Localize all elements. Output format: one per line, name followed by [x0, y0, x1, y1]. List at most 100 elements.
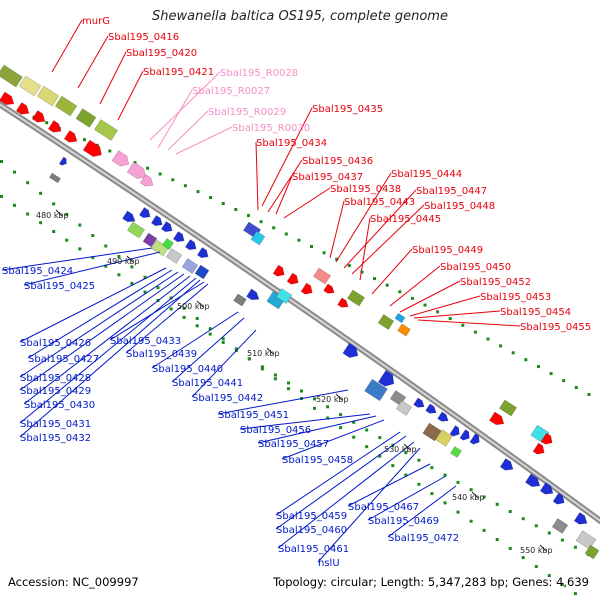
lower-gene-label: Sbal195_0459 — [276, 511, 347, 522]
kbp-tick-mark — [471, 491, 479, 499]
track-dot — [117, 273, 121, 277]
gene-feature — [364, 378, 388, 402]
gene-feature — [488, 411, 505, 426]
lower-gene-label: Sbal195_0461 — [278, 544, 349, 555]
upper-leader-line — [51, 19, 83, 73]
kbp-tick-mark — [55, 209, 63, 217]
track-dot — [247, 214, 250, 218]
track-dot — [108, 149, 112, 153]
lower-gene-label: Sbal195_0428 — [20, 373, 91, 384]
lower-gene-label: Sbal195_0460 — [276, 525, 347, 536]
track-dot — [482, 495, 486, 499]
track-dot — [196, 190, 200, 194]
track-dot — [365, 445, 369, 449]
upper-leader-line — [77, 35, 109, 89]
gene-feature — [54, 95, 78, 117]
upper-leader-line — [335, 172, 392, 263]
track-dot — [221, 340, 225, 344]
gene-feature — [539, 482, 554, 495]
lower-gene-label: Sbal195_0457 — [258, 439, 329, 450]
lower-leader-line — [151, 311, 239, 369]
lower-leader-line — [347, 463, 431, 507]
track-dot — [378, 436, 382, 440]
kbp-tick-mark — [335, 393, 343, 401]
gene-features — [0, 64, 600, 560]
accession-text: Accession: NC_009997 — [8, 575, 139, 589]
track-dot — [469, 488, 473, 492]
genome-title: Shewanella baltica OS195, complete genom… — [152, 9, 448, 24]
rna-gene-label: Sbal195_R0029 — [208, 107, 286, 118]
track-dot — [560, 583, 564, 587]
upper-gene-label: Sbal195_0437 — [292, 172, 363, 183]
gene-feature — [139, 174, 154, 187]
track-dot — [378, 454, 382, 458]
gene-feature — [449, 425, 460, 437]
gene-feature — [312, 267, 332, 285]
track-dot — [91, 256, 95, 260]
gene-feature — [0, 64, 23, 88]
track-dot — [65, 212, 69, 216]
gene-feature — [184, 239, 197, 251]
track-dot — [360, 270, 364, 274]
track-dot — [209, 196, 213, 199]
gene-feature — [450, 446, 462, 458]
track-dot — [335, 257, 339, 261]
track-dot — [486, 337, 490, 341]
upper-gene-label: Sbal195_0447 — [416, 186, 487, 197]
track-dot — [0, 195, 3, 198]
gene-feature — [377, 369, 395, 387]
track-dot — [547, 574, 551, 578]
track-dot — [404, 473, 408, 477]
gene-feature — [126, 221, 146, 239]
upper-leader-line — [283, 187, 331, 219]
lower-leader-line — [19, 267, 167, 343]
lower-leader-line — [23, 251, 161, 286]
upper-gene-label: Sbal195_0416 — [108, 32, 179, 43]
gene-feature — [111, 150, 130, 167]
upper-gene-label: Sbal195_0434 — [256, 138, 327, 149]
track-dot — [410, 296, 414, 300]
upper-gene-label: Sbal195_0454 — [500, 307, 571, 318]
upper-gene-label: Sbal195_0444 — [391, 169, 462, 180]
gene-feature — [246, 288, 260, 301]
track-dot — [130, 281, 134, 285]
track-dot — [391, 464, 395, 468]
track-dot — [352, 435, 356, 439]
lower-gene-label: Sbal195_0458 — [282, 455, 353, 466]
track-dot — [495, 538, 499, 541]
track-dot — [423, 303, 427, 307]
track-dot — [234, 347, 238, 351]
kbp-tick-label: 480 kbp — [36, 211, 69, 220]
lower-leader-line — [191, 329, 257, 398]
track-dot — [508, 510, 512, 513]
gene-feature — [397, 323, 411, 337]
topology-text: Topology: circular; Length: 5,347,283 bp… — [273, 575, 589, 589]
lower-gene-label: Sbal195_0429 — [20, 386, 91, 397]
upper-leader-line — [413, 310, 501, 319]
lower-gene-label: Sbal195_0467 — [348, 502, 419, 513]
upper-leader-line — [261, 107, 313, 207]
upper-gene-label: Sbal195_0452 — [460, 277, 531, 288]
gene-feature — [160, 221, 173, 233]
lower-leader-line — [281, 419, 385, 460]
lower-gene-label: Sbal195_0440 — [152, 364, 223, 375]
track-dot — [146, 166, 150, 170]
track-dot — [65, 238, 69, 242]
track-dot — [430, 492, 434, 496]
lower-gene-label: Sbal195_0451 — [218, 410, 289, 421]
upper-gene-label: Sbal195_0443 — [344, 197, 415, 208]
track-dot — [443, 501, 447, 505]
rna-leader-line — [157, 89, 193, 149]
gene-feature — [575, 530, 597, 550]
track-dot — [537, 365, 540, 369]
track-dot — [130, 265, 134, 269]
upper-gene-label: Sbal195_0449 — [412, 245, 483, 256]
lower-leader-line — [23, 275, 191, 405]
gene-feature — [31, 110, 46, 123]
track-dot — [430, 466, 434, 470]
rna-leader-line — [149, 71, 221, 141]
track-dot — [169, 307, 173, 311]
track-dot — [322, 251, 326, 255]
